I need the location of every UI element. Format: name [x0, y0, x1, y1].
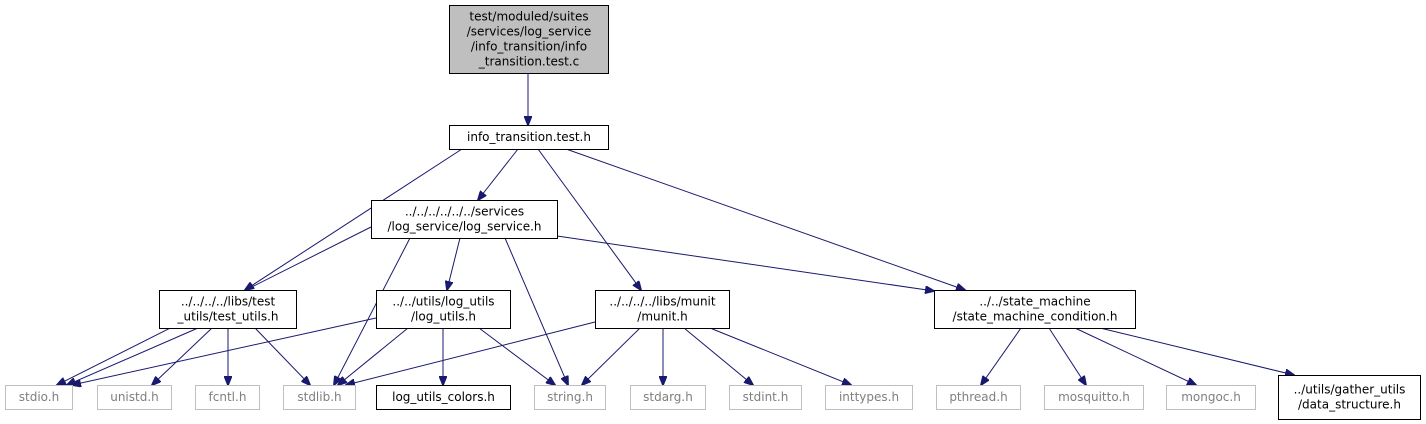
node-label-line: ../utils/gather_utils [1294, 383, 1406, 397]
edge-log_service_h-to-stdlib_h [334, 237, 411, 385]
node-box [934, 290, 1136, 329]
node-box [449, 5, 609, 74]
edge-log_service_h-to-log_utils_h [447, 237, 461, 290]
edge-munit_h-to-inttypes_h [709, 327, 851, 385]
node-stdarg_h: stdarg.h [630, 385, 706, 410]
node-log_utils_h[interactable]: ../../utils/log_utils/log_utils.h [376, 290, 511, 329]
node-box [283, 385, 356, 410]
node-box [5, 385, 73, 410]
node-box [371, 200, 558, 239]
node-box [825, 385, 913, 410]
node-munit_h[interactable]: ../../../../libs/munit/munit.h [595, 290, 730, 329]
node-box [595, 290, 730, 329]
node-label-line: _utils/test_utils.h [177, 310, 279, 324]
node-string_h: string.h [534, 385, 606, 410]
node-label-line: /data_structure.h [1298, 398, 1401, 412]
node-label-line: /services/log_service [467, 25, 592, 39]
node-test_utils_h[interactable]: ../../../../libs/test_utils/test_utils.h [159, 290, 297, 329]
edge-info_transition_test_h-to-test_utils_h [245, 148, 463, 290]
node-box [1278, 375, 1421, 420]
edge-munit_h-to-stdint_h [683, 327, 753, 385]
node-label-line: /log_utils.h [411, 310, 476, 324]
node-label-line: stdio.h [19, 390, 59, 404]
node-label-line: string.h [547, 390, 593, 404]
node-info_transition_test_h[interactable]: info_transition.test.h [449, 125, 609, 150]
edge-state_machine_condition_h-to-mongoc_h [1074, 327, 1196, 385]
node-stdio_h: stdio.h [5, 385, 73, 410]
node-box [1044, 385, 1144, 410]
node-unistd_h: unistd.h [97, 385, 172, 410]
nodes-layer: test/moduled/suites/services/log_service… [5, 5, 1421, 420]
node-label-line: /state_machine_condition.h [953, 310, 1118, 324]
edge-state_machine_condition_h-to-pthread_h [981, 327, 1022, 385]
edge-info_transition_test_h-to-munit_h [537, 148, 641, 290]
node-label-line: ../../utils/log_utils [392, 295, 494, 309]
edge-log_service_h-to-string_h [504, 237, 568, 385]
node-pthread_h: pthread.h [936, 385, 1021, 410]
node-root[interactable]: test/moduled/suites/services/log_service… [449, 5, 609, 74]
edge-log_utils_h-to-stdlib_h [338, 327, 409, 385]
node-box [449, 125, 609, 150]
node-label-line: /info_transition/info [471, 40, 587, 54]
node-label-line: pthread.h [949, 390, 1007, 404]
node-box [97, 385, 172, 410]
node-label-line: ../../../../libs/munit [609, 295, 716, 309]
node-stdlib_h: stdlib.h [283, 385, 356, 410]
node-label-line: test/moduled/suites [469, 10, 588, 24]
edge-test_utils_h-to-stdio_h [67, 327, 199, 385]
edge-munit_h-to-string_h [582, 327, 641, 385]
node-fcntl_h: fcntl.h [195, 385, 260, 410]
node-label-line: /log_service/log_service.h [387, 220, 541, 234]
edge-state_machine_condition_h-to-mosquitto_h [1048, 327, 1086, 385]
node-data_structure_h[interactable]: ../utils/gather_utils/data_structure.h [1278, 375, 1421, 420]
node-label-line: /munit.h [637, 310, 687, 324]
edges-layer [57, 73, 1294, 385]
node-label-line: info_transition.test.h [467, 130, 591, 144]
node-label-line: inttypes.h [839, 390, 899, 404]
node-label-line: unistd.h [110, 390, 159, 404]
node-label-line: ../../../../../../services [405, 205, 524, 219]
node-label-line: mosquitto.h [1058, 390, 1130, 404]
edge-munit_h-to-stdlib_h [346, 321, 596, 385]
node-log_utils_colors_h[interactable]: log_utils_colors.h [376, 385, 511, 410]
edge-test_utils_h-to-stdlib_h [254, 327, 310, 385]
node-label-line: stdint.h [743, 390, 789, 404]
edge-log_service_h-to-state_machine_condition_h [556, 235, 934, 291]
node-box [195, 385, 260, 410]
node-inttypes_h: inttypes.h [825, 385, 913, 410]
edge-state_machine_condition_h-to-data_structure_h [1099, 327, 1294, 375]
edge-info_transition_test_h-to-log_service_h [478, 148, 519, 200]
edge-log_utils_h-to-stdio_h [72, 317, 377, 385]
node-box [630, 385, 706, 410]
node-label-line: stdlib.h [297, 390, 341, 404]
node-label-line: _transition.test.c [478, 55, 579, 69]
edge-test_utils_h-to-unistd_h [152, 327, 213, 385]
node-box [376, 385, 511, 410]
node-label-line: ../../state_machine [979, 295, 1090, 309]
node-label-line: ../../../../libs/test [181, 295, 276, 309]
node-box [376, 290, 511, 329]
node-box [159, 290, 297, 329]
node-mongoc_h: mongoc.h [1166, 385, 1256, 410]
node-box [729, 385, 802, 410]
node-box [534, 385, 606, 410]
node-state_machine_condition_h[interactable]: ../../state_machine/state_machine_condit… [934, 290, 1136, 329]
node-box [1166, 385, 1256, 410]
node-log_service_h[interactable]: ../../../../../../services/log_service/l… [371, 200, 558, 239]
edge-info_transition_test_h-to-state_machine_condition_h [565, 148, 965, 290]
node-box [936, 385, 1021, 410]
edge-log_utils_h-to-string_h [478, 327, 555, 385]
node-label-line: stdarg.h [643, 390, 693, 404]
node-label-line: mongoc.h [1181, 390, 1241, 404]
node-label-line: fcntl.h [209, 390, 247, 404]
node-label-line: log_utils_colors.h [392, 390, 495, 404]
node-mosquitto_h: mosquitto.h [1044, 385, 1144, 410]
node-stdint_h: stdint.h [729, 385, 802, 410]
